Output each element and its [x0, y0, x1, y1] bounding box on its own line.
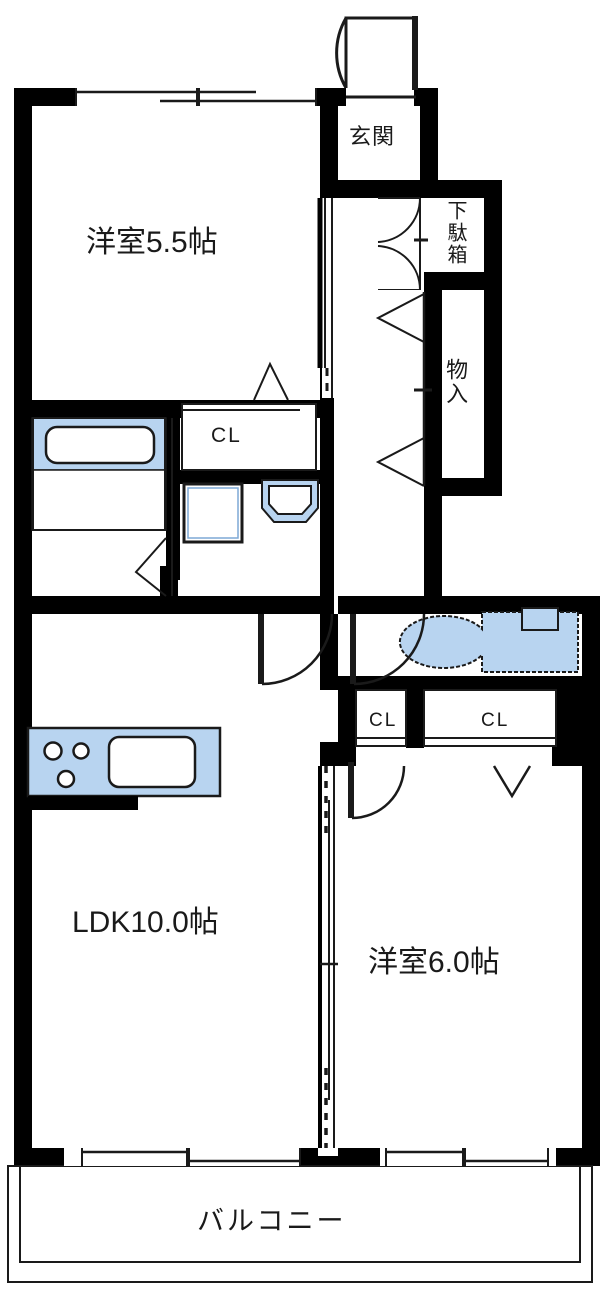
washing-machine [182, 482, 244, 544]
window-north [75, 88, 317, 106]
bath-door-mark [253, 361, 289, 401]
balcony [7, 1165, 593, 1283]
storage-label-closet-hall: 物入 [443, 358, 469, 406]
storage-doors [375, 290, 432, 488]
room-label-ldk: LDK10.0帖 [72, 906, 219, 939]
washroom-door [134, 418, 173, 597]
walls-2 [320, 88, 502, 596]
bedroom-west-sliding [317, 198, 334, 398]
kitchen-counter [26, 726, 222, 810]
room-label-balcony: バルコニー [197, 1206, 347, 1236]
window-ldk-south [64, 1148, 301, 1166]
closet-label-washroom: CL [211, 424, 242, 447]
bedroom-south-door [348, 762, 406, 820]
room-label-entrance: 玄関 [349, 124, 396, 149]
room-label-bedroom-south: 洋室6.0帖 [368, 946, 500, 979]
shoebox-doors [377, 197, 428, 291]
window-bedroom-south [380, 1148, 556, 1166]
room-label-bedroom-west: 洋室5.5帖 [86, 226, 218, 259]
closet-bedroom-south-mark [492, 765, 532, 799]
bathtub [31, 417, 167, 531]
washbasin [261, 479, 319, 523]
walls-4 [14, 596, 600, 1166]
hall-door [350, 613, 426, 686]
closet-label-small: CL [369, 710, 398, 731]
storage-label-shoe-box: 下駄箱 [444, 200, 466, 266]
walls [14, 88, 338, 1165]
ldk-door [258, 613, 334, 686]
closet-washroom-doors [181, 403, 317, 471]
closet-small-doors [355, 689, 557, 747]
entrance-door-leaf [412, 16, 418, 90]
closet-label-bedroom-south: CL [481, 710, 510, 731]
ldk-partition [318, 766, 338, 1156]
entrance-door [335, 16, 416, 99]
toilet [398, 607, 579, 673]
